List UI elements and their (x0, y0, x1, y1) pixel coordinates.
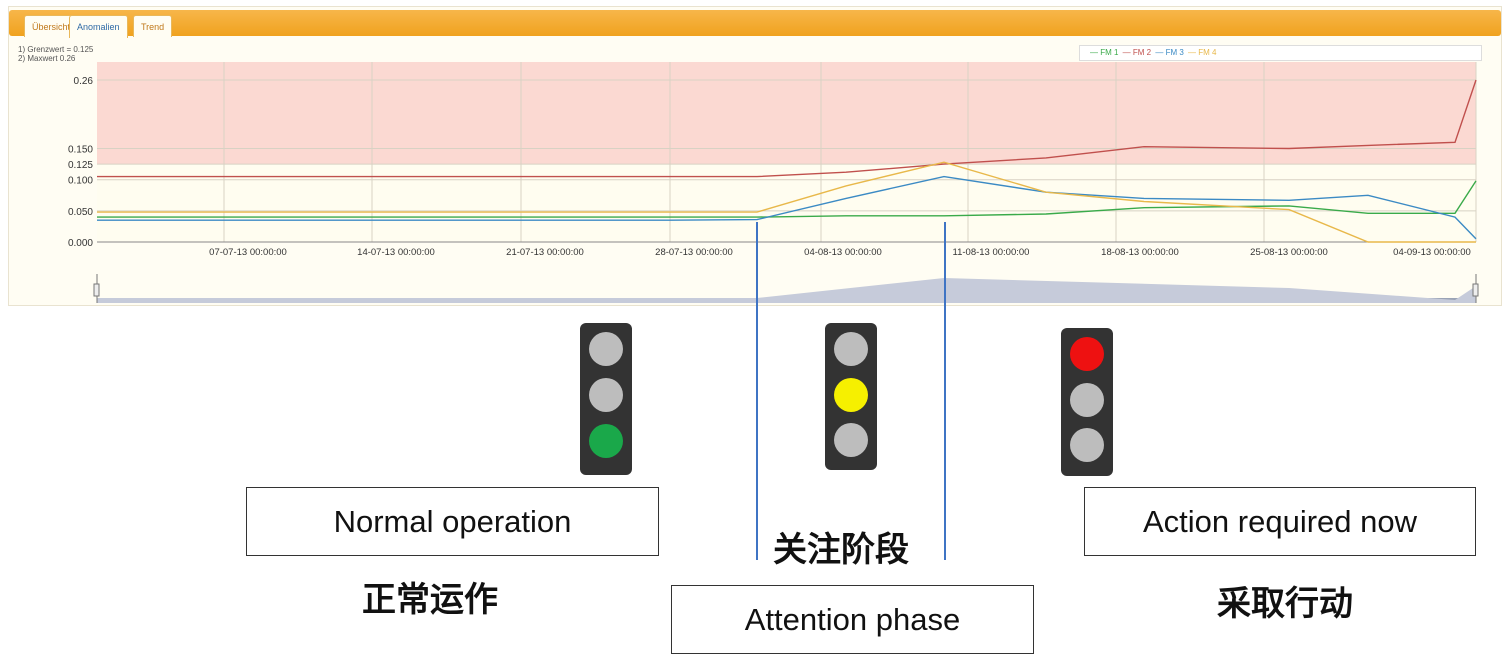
y-tick-label: 0.125 (68, 160, 93, 171)
lamp-top (834, 332, 868, 366)
x-tick-label: 04-08-13 00:00:00 (804, 247, 882, 258)
y-tick-label: 0.050 (68, 207, 93, 218)
y-tick-label: 0.26 (74, 76, 94, 87)
attention-phase-label: Attention phase (671, 585, 1034, 654)
tab-anomalien[interactable]: Anomalien (69, 15, 128, 38)
lamp-bottom (589, 424, 623, 458)
traffic-light-red (1061, 328, 1113, 476)
series-line-fm4 (97, 161, 1476, 243)
x-tick-label: 14-07-13 00:00:00 (357, 247, 435, 258)
note-max: 2) Maxwert 0.26 (18, 54, 76, 63)
traffic-light-yellow (825, 323, 877, 470)
y-tick-label: 0.150 (68, 145, 93, 156)
attention-end-line (944, 222, 946, 560)
note-threshold: 1) Grenzwert = 0.125 (18, 45, 94, 54)
line-chart: 0.000 0.050 0.100 0.125 0.150 0.26 07-07-13 00… (68, 62, 1479, 303)
navigator-handle-left (93, 283, 100, 297)
attention-start-line (756, 222, 758, 560)
lamp-top (1070, 337, 1104, 371)
x-tick-label: 11-08-13 00:00:00 (953, 247, 1030, 258)
x-tick-label: 21-07-13 00:00:00 (506, 247, 584, 258)
x-tick-label: 07-07-13 00:00:00 (209, 247, 287, 258)
lamp-bottom (1070, 428, 1104, 462)
lamp-middle (834, 378, 868, 412)
legend-entry-3[interactable]: — FM 3 (1155, 48, 1187, 57)
normal-operation-label: Normal operation (246, 487, 659, 556)
action-required-cn: 采取行动 (1217, 584, 1353, 624)
series-line-fm2 (97, 79, 1477, 178)
x-tick-label: 18-08-13 00:00:00 (1101, 247, 1179, 258)
x-tick-label: 25-08-13 00:00:00 (1250, 247, 1328, 258)
series-line-fm3 (97, 175, 1477, 240)
lamp-middle (589, 378, 623, 412)
y-tick-label: 0.000 (68, 238, 93, 249)
x-tick-label: 28-07-13 00:00:00 (655, 247, 733, 258)
normal-operation-cn: 正常运作 (362, 580, 498, 620)
chart-notes: 1) Grenzwert = 0.125 2) Maxwert 0.26 (18, 45, 93, 63)
action-required-label: Action required now (1084, 487, 1476, 556)
tab-trend[interactable]: Trend (133, 15, 173, 37)
x-tick-label: 04-09-13 00:00:00 (1393, 247, 1471, 258)
legend: — FM 1 — FM 2 — FM 3 — FM 4 (1079, 45, 1482, 61)
lamp-top (589, 332, 623, 366)
navigator-handle-right (1472, 283, 1479, 297)
lamp-bottom (834, 423, 868, 457)
legend-entry-4[interactable]: — FM 4 (1188, 48, 1217, 57)
y-tick-label: 0.100 (68, 176, 93, 187)
alarm-zone (97, 62, 1476, 165)
traffic-light-green (580, 323, 632, 475)
navigator-area (97, 278, 1476, 303)
series-line-fm1 (97, 180, 1477, 218)
lamp-middle (1070, 383, 1104, 417)
tab-bar (9, 10, 1501, 36)
legend-entry-2[interactable]: — FM 2 (1122, 48, 1154, 57)
attention-phase-cn: 关注阶段 (773, 530, 909, 570)
legend-entry-1[interactable]: — FM 1 (1090, 48, 1121, 57)
